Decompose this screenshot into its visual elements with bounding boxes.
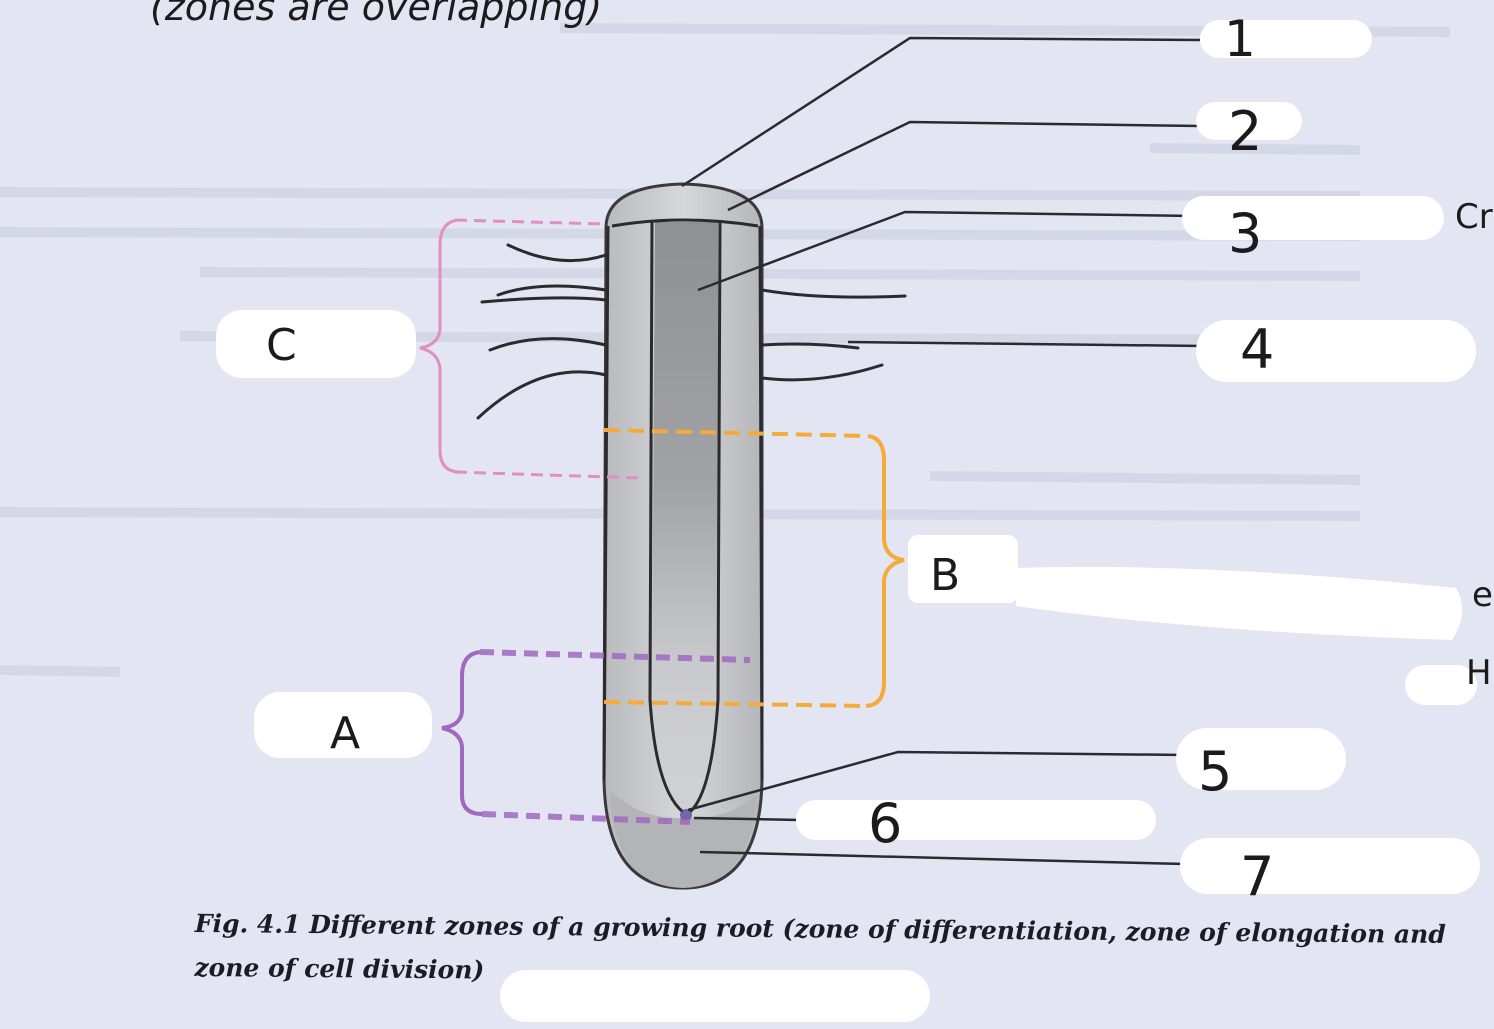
label-6: 6 <box>868 792 902 855</box>
label-zone-b: B <box>930 550 960 601</box>
header-note: (zones are overlapping) <box>150 0 602 29</box>
root-hairs <box>476 243 907 420</box>
redaction-blobs <box>216 20 1480 1022</box>
label-4: 4 <box>1240 318 1274 381</box>
apical-meristem <box>680 809 692 821</box>
stele-band <box>652 222 718 812</box>
margin-fragment-1: Cr <box>1455 197 1493 237</box>
zone-c-bracket <box>419 218 641 480</box>
top-band <box>611 218 759 228</box>
zone-a-bracket <box>441 649 751 825</box>
label-zone-c: C <box>266 320 297 371</box>
label-zone-a: A <box>330 708 360 759</box>
leader-lines <box>681 36 1206 866</box>
label-2: 2 <box>1228 100 1262 163</box>
root-cap <box>610 790 756 888</box>
zone-b-bracket <box>603 428 905 708</box>
label-7: 7 <box>1240 845 1274 908</box>
label-3: 3 <box>1228 202 1262 265</box>
label-1: 1 <box>1224 10 1256 68</box>
inner-line-right <box>688 221 722 814</box>
margin-fragment-2: e <box>1472 575 1493 615</box>
zone-labels: C B A <box>266 320 960 759</box>
number-labels: 1 2 3 4 5 6 7 <box>868 10 1274 908</box>
margin-fragments: Cr e H <box>1455 197 1493 693</box>
root-illustration <box>602 182 764 890</box>
leader-4 <box>847 340 1206 348</box>
leader-3 <box>697 210 1196 292</box>
figure-caption: Fig. 4.1 Different zones of a growing ro… <box>194 902 1485 1001</box>
leader-7 <box>699 850 1186 866</box>
leader-6 <box>693 816 801 822</box>
leader-1 <box>681 36 1201 188</box>
leader-5 <box>687 750 1186 812</box>
leader-2 <box>727 120 1201 212</box>
margin-fragment-3: H <box>1466 653 1492 693</box>
inner-line-left <box>648 221 684 814</box>
label-5: 5 <box>1198 740 1232 803</box>
